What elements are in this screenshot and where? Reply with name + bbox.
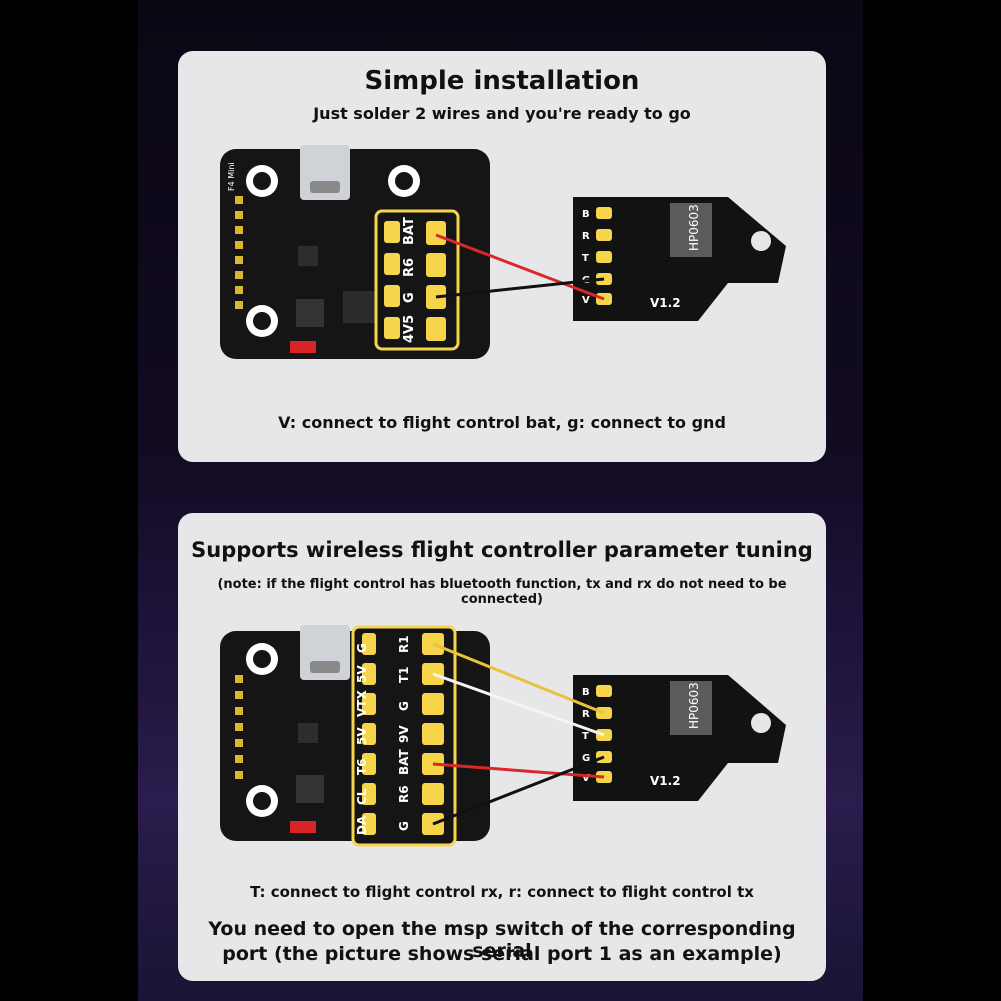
module-pin-v: V — [582, 295, 590, 306]
module-chip-label: HP0603 — [687, 682, 701, 729]
pad-label-c2-1: T1 — [397, 666, 411, 683]
module-pin-b: B — [582, 687, 590, 698]
pad-label-c1-4: T6 — [355, 758, 369, 775]
pad-label-bat: BAT — [402, 217, 417, 245]
pad-label-c2-5: R6 — [397, 785, 411, 803]
pad-label-c2-4: BAT — [397, 748, 411, 775]
bottom-instruction-line1: You need to open the msp switch of the c… — [208, 918, 796, 962]
pad-label-c2-6: G — [397, 821, 411, 831]
fc-pad-block: BAT R6 G 4V5 — [374, 209, 460, 351]
pad-label-g: G — [402, 292, 417, 303]
pad-label-c1-0: G — [355, 643, 369, 653]
module-chip-label: HP0603 — [687, 204, 701, 251]
pad-label-c1-1: 5V — [355, 665, 369, 683]
pad-label-c2-2: G — [397, 701, 411, 711]
module-pin-r: R — [582, 709, 590, 720]
module-pin-g: G — [582, 753, 590, 764]
fc-pad-block: G 5V VTX 5V T6 CL DA R1 T1 G 9V BAT R6 G — [351, 625, 457, 847]
module-pin-v: V — [582, 773, 590, 784]
panel-title: Supports wireless flight controller para… — [191, 538, 813, 562]
module-pin-t: T — [582, 253, 589, 264]
module-pin-r: R — [582, 231, 590, 242]
wire-white — [432, 672, 605, 737]
pad-label-r6: R6 — [402, 258, 417, 277]
module-pin-t: T — [582, 731, 589, 742]
bottom-instruction-line2: port (the picture shows serial port 1 as… — [222, 943, 782, 965]
panel-title: Simple installation — [364, 66, 640, 96]
pad-label-c1-5: CL — [355, 788, 369, 805]
panel-caption: T: connect to flight control rx, r: conn… — [250, 883, 754, 901]
bluetooth-module: HP0603 B R T G V V1.2 — [573, 675, 786, 801]
pad-label-c1-6: DA — [355, 815, 369, 835]
wire-yellow — [432, 642, 605, 715]
pad-label-c1-3: 5V — [355, 727, 369, 745]
tuning-panel: Supports wireless flight controller para… — [175, 510, 829, 984]
pad-label-c2-3: 9V — [397, 725, 411, 743]
pad-label-c1-2: VTX — [355, 690, 369, 717]
wiring-diagram-1: F4 Mini BAT R6 G 4V5 HP0603 — [220, 145, 786, 359]
wire-black — [432, 755, 605, 826]
pad-label-c2-0: R1 — [397, 635, 411, 653]
pad-label-4v5: 4V5 — [402, 315, 417, 343]
wire-black — [435, 277, 605, 299]
panel-caption: V: connect to flight control bat, g: con… — [278, 413, 726, 432]
wiring-diagram-2: G 5V VTX 5V T6 CL DA R1 T1 G 9V BAT R6 G… — [220, 625, 786, 847]
fc-silk-label: F4 Mini — [227, 162, 236, 191]
wire-red — [432, 762, 605, 779]
wire-red — [435, 233, 605, 301]
bluetooth-module: HP0603 B R T G V V1.2 — [573, 197, 786, 321]
module-version: V1.2 — [650, 774, 681, 788]
module-version: V1.2 — [650, 296, 681, 310]
panel-note: (note: if the flight control has bluetoo… — [217, 577, 787, 607]
installation-panel: Simple installation Just solder 2 wires … — [175, 48, 829, 465]
module-pin-b: B — [582, 209, 590, 220]
panel-subtitle: Just solder 2 wires and you're ready to … — [313, 104, 691, 123]
